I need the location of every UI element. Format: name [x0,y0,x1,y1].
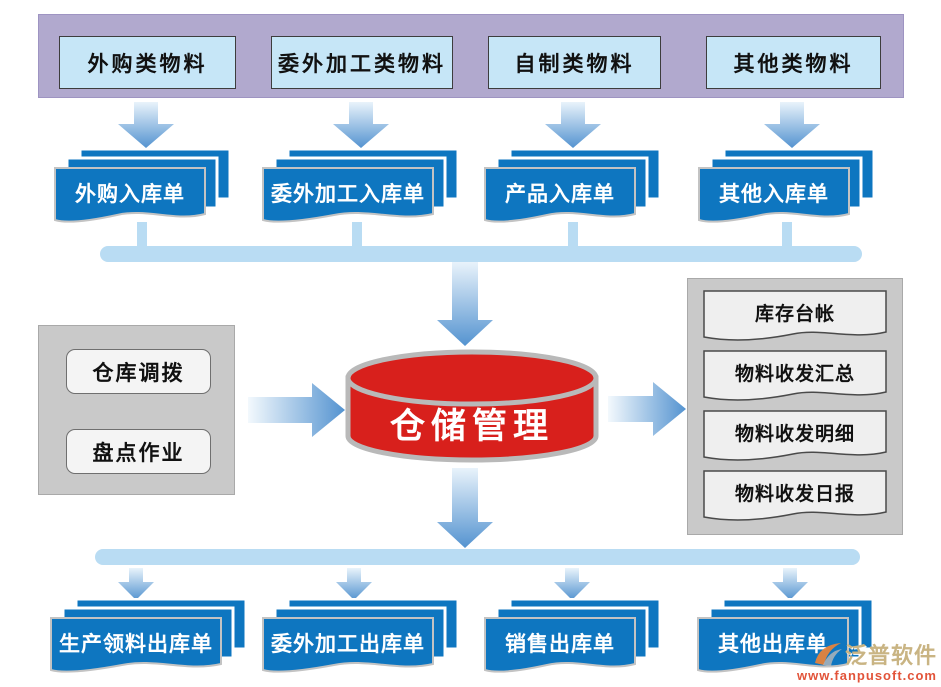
report-doc-receipt-issue-detail: 物料收发明细 [703,410,887,461]
card-stack-purchase-inbound: 外购入库单 [54,148,232,223]
card-label: 生产领料出库单 [59,632,213,656]
connector-stem [782,222,792,252]
panel-box-label: 仓库调拨 [92,361,185,385]
right-arrow-icon [248,383,345,437]
card-label: 产品入库单 [505,182,615,206]
watermark-brand-text: 泛普软件 [844,643,937,668]
right-reports-panel: 库存台帐 物料收发汇总 物料收发明细 物料收发日报 [687,278,903,535]
card-label: 其他出库单 [718,632,828,656]
left-operations-panel: 仓库调拨 盘点作业 [38,325,235,495]
connector-stem [137,222,147,252]
outbound-bus [95,549,860,565]
card-stack-product-inbound: 产品入库单 [484,148,662,223]
warehouse-transfer-box: 仓库调拨 [66,349,211,394]
connector-stem [568,222,578,252]
material-type-selfmade: 自制类物料 [488,36,661,89]
report-label: 物料收发日报 [735,482,855,505]
watermark-url-text: www.fanpusoft.com [796,668,937,683]
material-type-label: 外购类物料 [87,52,208,76]
inbound-bus [100,246,862,262]
down-arrow-icon [772,568,808,600]
down-arrow-icon [554,568,590,600]
down-arrow-icon [437,468,493,548]
material-type-outsourced: 委外加工类物料 [271,36,453,89]
panel-box-label: 盘点作业 [92,441,185,465]
card-stack-production-outbound: 生产领料出库单 [50,598,248,673]
report-label: 物料收发汇总 [735,362,855,385]
card-label: 外购入库单 [75,182,185,206]
connector-stem [352,222,362,252]
card-stack-other-outbound: 其他出库单 [697,598,875,673]
card-label: 委外加工入库单 [270,182,425,206]
report-label: 库存台帐 [755,302,835,325]
card-stack-other-inbound: 其他入库单 [698,148,876,223]
down-arrow-icon [336,568,372,600]
card-label: 其他入库单 [719,182,829,206]
material-type-label: 自制类物料 [514,52,635,76]
material-type-label: 其他类物料 [733,52,854,76]
report-doc-receipt-issue-daily: 物料收发日报 [703,470,887,521]
cylinder-label: 仓储管理 [390,407,554,446]
card-label: 销售出库单 [505,632,615,656]
right-arrow-icon [608,382,686,436]
stocktaking-box: 盘点作业 [66,429,211,474]
material-type-purchased: 外购类物料 [59,36,236,89]
material-types-banner: 外购类物料 委外加工类物料 自制类物料 其他类物料 [38,14,904,98]
down-arrow-icon [764,102,820,148]
card-stack-sales-outbound: 销售出库单 [484,598,662,673]
report-doc-inventory-ledger: 库存台帐 [703,290,887,341]
fanpu-logo-icon [814,643,842,666]
card-stack-outsourcing-outbound: 委外加工出库单 [262,598,460,673]
down-arrow-icon [118,102,174,148]
card-stack-outsourcing-inbound: 委外加工入库单 [262,148,460,223]
report-label: 物料收发明细 [735,422,855,445]
down-arrow-icon [118,568,154,600]
warehouse-management-cylinder: 仓储管理 [345,349,599,463]
material-type-other: 其他类物料 [706,36,881,89]
report-doc-receipt-issue-summary: 物料收发汇总 [703,350,887,401]
watermark: 泛普软件 www.fanpusoft.com [797,638,937,683]
card-label: 委外加工出库单 [270,632,425,656]
down-arrow-icon [545,102,601,148]
down-arrow-icon [437,262,493,346]
down-arrow-icon [333,102,389,148]
material-type-label: 委外加工类物料 [278,52,446,76]
